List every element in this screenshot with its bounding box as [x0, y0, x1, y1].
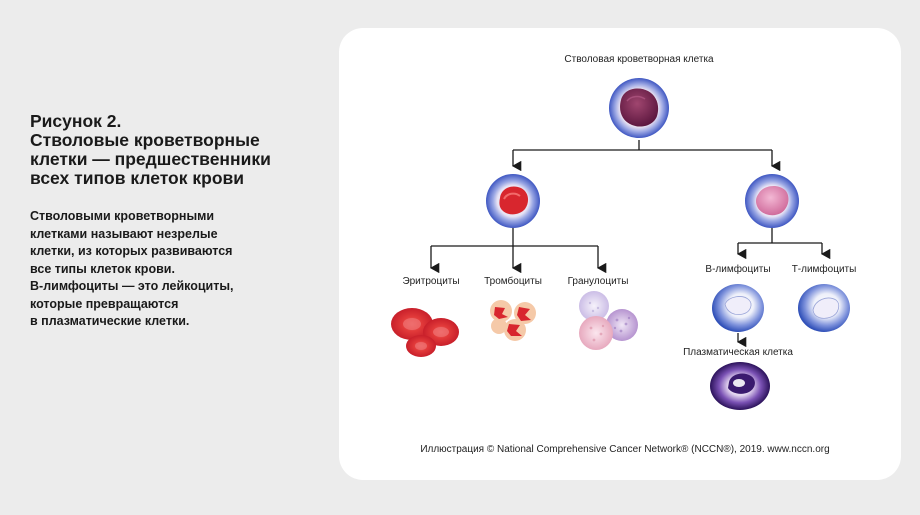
root-label: Стволовая кроветворная клетка	[564, 54, 714, 65]
figure-caption: Рисунок 2. Стволовые кроветворные клетки…	[30, 112, 305, 331]
plasma-cell-label: Плазматическая клетка	[683, 347, 793, 358]
lineage-connectors	[429, 140, 831, 348]
description-line: В-лимфоциты — это лейкоциты,	[30, 279, 234, 293]
b-lymphocytes-label: В-лимфоциты	[705, 263, 770, 275]
plasma-cell-icon	[710, 362, 770, 410]
figure-description: Стволовыми кроветворными клетками называ…	[30, 208, 305, 331]
thrombocytes-icon	[490, 300, 536, 341]
erythrocytes-label: Эритроциты	[402, 276, 459, 287]
description-line: все типы клеток крови.	[30, 261, 175, 276]
t-lymphocyte-icon	[798, 284, 850, 332]
description-line: которые превращаются	[30, 296, 179, 311]
granulocytes-label: Гранулоциты	[568, 276, 629, 287]
lymphoid-progenitor-cell-icon	[745, 174, 799, 228]
description-line: Стволовыми кроветворными	[30, 209, 215, 223]
granulocytes-icon	[579, 291, 638, 350]
figure-title-line: Стволовые кроветворные	[30, 130, 260, 150]
figure-title-line: Рисунок 2.	[30, 111, 122, 131]
erythrocytes-icon	[391, 308, 459, 357]
description-line: в плазматические клетки.	[30, 314, 190, 328]
diagram-panel: Стволовая кроветворная клетка	[339, 28, 901, 480]
hematopoietic-stem-cell-icon	[609, 78, 669, 138]
figure-title-line: клетки — предшественники	[30, 149, 271, 169]
b-lymphocyte-icon	[712, 284, 764, 332]
description-line: клетками называют незрелые	[30, 226, 218, 241]
thrombocytes-label: Тромбоциты	[484, 275, 542, 287]
t-lymphocytes-label: Т-лимфоциты	[792, 263, 857, 275]
illustration-credit: Иллюстрация © National Comprehensive Can…	[420, 444, 829, 455]
myeloid-progenitor-cell-icon	[486, 174, 540, 228]
blood-cell-lineage-diagram: Стволовая кроветворная клетка	[391, 54, 857, 455]
figure-title: Рисунок 2. Стволовые кроветворные клетки…	[30, 112, 305, 188]
description-line: клетки, из которых развиваются	[30, 244, 233, 258]
figure-title-line: всех типов клеток крови	[30, 168, 245, 188]
